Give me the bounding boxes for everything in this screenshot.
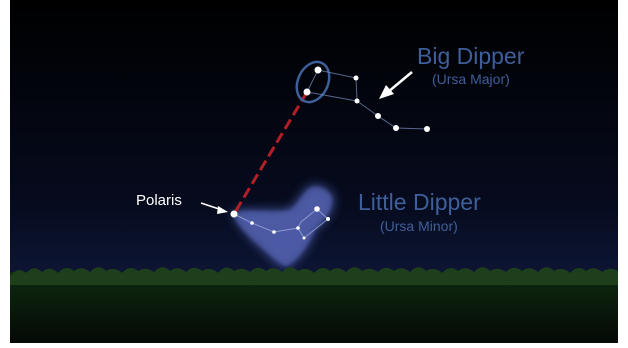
little-dipper-stars bbox=[230, 206, 330, 240]
star-pherkad bbox=[326, 217, 330, 221]
star-alkaid bbox=[424, 126, 430, 132]
little-dipper-label: Little Dipper bbox=[358, 189, 481, 215]
star-dubhe bbox=[314, 66, 322, 74]
little-dipper-sublabel: (Ursa Minor) bbox=[380, 218, 458, 234]
star-polaris bbox=[230, 210, 238, 218]
star-yildun bbox=[250, 221, 254, 225]
big-dipper-label: Big Dipper bbox=[417, 43, 525, 69]
star-mizar bbox=[393, 125, 399, 131]
star-alioth bbox=[375, 113, 381, 119]
big-dipper-stars bbox=[303, 66, 430, 132]
pointer-stars-highlight-ring bbox=[295, 60, 331, 104]
ursa-minor-bear-outline bbox=[232, 186, 333, 266]
little-dipper-lines bbox=[233, 208, 329, 239]
star-merak bbox=[303, 88, 311, 96]
star-megrez bbox=[353, 75, 359, 81]
big-dipper-sublabel: (Ursa Major) bbox=[432, 71, 510, 87]
big-dipper-arrow-icon bbox=[379, 71, 413, 99]
polaris-arrow-icon bbox=[200, 202, 228, 214]
star-epsilon-umi bbox=[272, 230, 276, 234]
star-eta-umi bbox=[302, 236, 306, 240]
star-phecda bbox=[354, 98, 360, 104]
star-zeta-umi bbox=[296, 226, 300, 230]
polaris-label: Polaris bbox=[136, 192, 182, 209]
ground-treeline bbox=[10, 267, 618, 343]
star-kochab bbox=[314, 206, 320, 212]
pointer-line bbox=[232, 91, 309, 215]
